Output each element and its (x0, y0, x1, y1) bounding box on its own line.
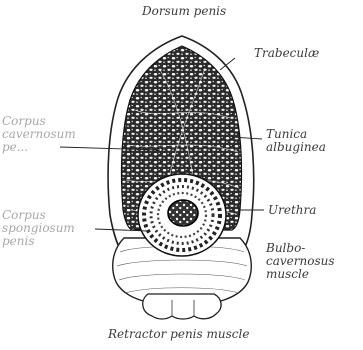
label-corpus-spongiosum: Corpus spongiosum penis (2, 209, 75, 248)
label-dorsum-penis: Dorsum penis (142, 5, 226, 18)
label-corpus-cavernosum: Corpus cavernosum pe... (2, 115, 76, 154)
label-trabeculae: Trabeculæ (254, 47, 319, 60)
label-retractor-penis-muscle: Retractor penis muscle (108, 328, 249, 341)
label-tunica-albuginea: Tunica albuginea (266, 128, 326, 154)
label-urethra: Urethra (268, 204, 316, 217)
label-bulbocavernosus-muscle: Bulbo- cavernosus muscle (266, 242, 335, 281)
urethra-shape (168, 200, 198, 226)
retractor-muscle-shape (143, 294, 221, 319)
